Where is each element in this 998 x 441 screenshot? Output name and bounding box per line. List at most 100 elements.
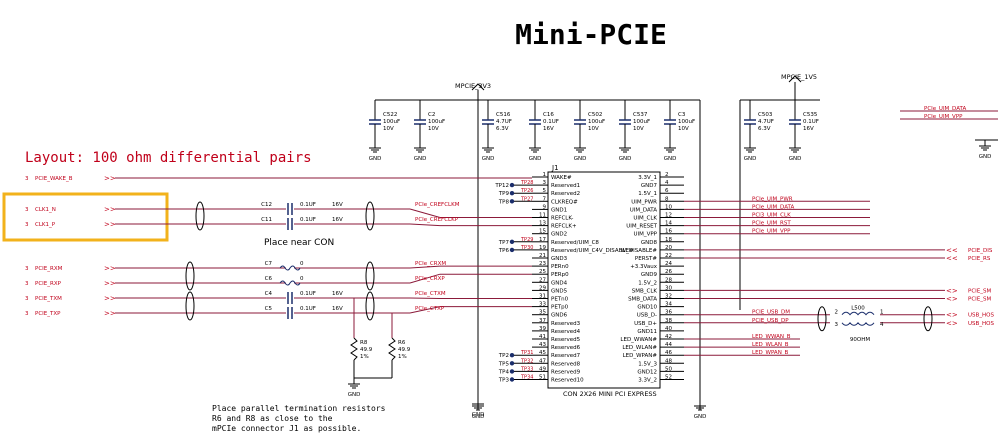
diff-pair-marker-1: [185, 261, 195, 291]
termination-note-2: R6 and R8 as close to the: [212, 414, 333, 423]
testpoint-top-dot: [509, 191, 515, 196]
pin-left-49-number: 49: [539, 366, 546, 372]
left-port-3-arrow: >>: [104, 265, 116, 273]
testpoint-bottom-ref: TP4: [498, 369, 510, 375]
left-port-4-page: 3: [25, 281, 29, 287]
cap-c12-ref: C12: [261, 202, 272, 208]
testpoint-bottom-dot: [509, 377, 515, 382]
testpoint-top-ref: TP12: [494, 183, 509, 189]
left-port-1-page: 3: [25, 207, 29, 213]
cap-c11-value: 0.1UF: [300, 217, 316, 223]
net-usb-1: PCIE_USB_DP: [752, 318, 789, 324]
gnd-top-right-label: GND: [979, 154, 992, 160]
pin-right-10-number: 10: [665, 204, 672, 210]
pin-right-36-number: 36: [665, 310, 672, 316]
pin-right-50-name: GND12: [637, 369, 657, 375]
pin-left-3-name: Reserved1: [551, 183, 580, 189]
pin-left-29-number: 29: [539, 285, 546, 291]
pin-left-41-name: Reserved5: [551, 337, 581, 343]
choke-pin-3: 3: [835, 322, 839, 328]
rail-3v3-label: MPCIE_3V3: [455, 82, 491, 90]
wire-series-5-c: [409, 306, 441, 314]
testpoint-bottom-tag: TP33: [520, 366, 533, 372]
left-port-6-page: 3: [25, 311, 29, 317]
left-port-1-name: CLK1_N: [35, 207, 56, 213]
left-port-1-arrow: >>: [104, 206, 116, 214]
connector-part: CON 2X26 MINI PCI EXPRESS: [563, 390, 657, 398]
pin-right-30-number: 30: [665, 285, 672, 291]
pin-right-50-number: 50: [665, 366, 672, 372]
choke-winding-bottom: [841, 322, 875, 326]
cap-c7-ref: C7: [265, 261, 273, 267]
port-smb-0-name: PCIE_SM: [968, 288, 991, 294]
pin-right-8-name: UIM_PWR: [631, 199, 657, 205]
pin-right-48-name: 1.5V_3: [638, 361, 657, 367]
cap-c522-ref: C522: [383, 112, 397, 118]
res-r6-body: [388, 337, 396, 361]
pin-left-47-number: 47: [539, 358, 546, 364]
pin-left-19-number: 19: [539, 245, 546, 251]
cap-c2-ref: C2: [428, 112, 435, 118]
pin-left-7-number: 7: [543, 196, 547, 202]
pin-right-42-number: 42: [665, 334, 672, 340]
pin-left-21-number: 21: [539, 253, 546, 259]
left-port-4-arrow: >>: [104, 280, 116, 288]
left-port-0-name: PCIE_WAKE_B: [35, 176, 73, 182]
pin-left-7-name: CLKREQ#: [551, 199, 578, 205]
pin-left-21-name: GND3: [551, 256, 568, 262]
net-pcie_crxm: PCIe_CRXM: [415, 261, 446, 267]
port-usb-1-arrow: <>: [946, 319, 958, 327]
pin-right-8-number: 8: [665, 196, 669, 202]
res-r8-value: 49.9: [360, 347, 373, 353]
choke-ref: L500: [851, 306, 865, 312]
res-r8-tolerance: 1%: [360, 354, 369, 360]
left-port-4-name: PCIE_RXP: [35, 281, 62, 287]
cap-c5-value: 0.1UF: [300, 306, 316, 312]
testpoint-bottom-ref: TP3: [498, 378, 510, 384]
testpoint-mid-ref: TP7: [498, 240, 510, 246]
cap-c3-value: 100uF: [678, 119, 695, 125]
pin-left-31-number: 31: [539, 294, 546, 300]
port-smb-0-arrow: <>: [946, 287, 958, 295]
cap-c503-ref: C503: [758, 112, 773, 118]
cap-c4-value: 0.1UF: [300, 291, 316, 297]
cap-c503-value: 4.7UF: [758, 119, 774, 125]
cap-c16-voltage: 16V: [543, 126, 554, 132]
pin-right-2-name: 3.3V_1: [638, 175, 657, 181]
diff-pair-marker-3: [365, 201, 375, 231]
pin-right-2-number: 2: [665, 172, 669, 178]
pin-right-12-name: UIM_CLK: [633, 216, 657, 222]
pin-left-9-name: GND1: [551, 207, 567, 213]
cap-c7-jumper: [279, 265, 301, 271]
pin-right-22-number: 22: [665, 253, 672, 259]
pin-right-52-number: 52: [665, 375, 672, 381]
net-pcie_ctxp: PCIe_CTXP: [415, 306, 445, 312]
pin-left-13-name: REFCLK+: [551, 224, 577, 230]
pin-left-1-number: 1: [543, 172, 547, 178]
diff-pair-marker-5: [365, 291, 375, 321]
port-usb-1-name: USB_HOS: [968, 321, 995, 327]
pin-right-24-number: 24: [665, 261, 672, 267]
pin-left-45-name: Reserved7: [551, 353, 581, 359]
pin-left-39-name: Reserved4: [551, 329, 581, 335]
cap-c7-value: 0: [300, 261, 304, 267]
net-top-right-0: PCIe_UIM_DATA: [924, 106, 966, 112]
pin-left-9-number: 9: [543, 204, 547, 210]
cap-c522-value: 100uF: [383, 119, 400, 125]
testpoint-bottom-ref: TP5: [498, 361, 510, 367]
choke-value: 90OHM: [850, 337, 870, 343]
cap-c503-gnd-label: GND: [744, 156, 757, 162]
gnd-rail-left-label: GND: [472, 414, 485, 420]
pin-right-36-name: USB_D-: [637, 313, 657, 319]
pin-right-28-name: 1.5V_2: [638, 280, 657, 286]
testpoint-top-ref: TP8: [498, 199, 510, 205]
cap-c522-gnd-label: GND: [369, 156, 382, 162]
pin-right-20-number: 20: [665, 245, 672, 251]
cap-c3-voltage: 10V: [678, 126, 689, 132]
port-smb-1-arrow: <>: [946, 295, 958, 303]
port-usb-0-arrow: <>: [946, 311, 958, 319]
cap-c5-voltage: 16V: [332, 306, 343, 312]
pin-left-35-number: 35: [539, 310, 546, 316]
rail-1v5-label: MPCIE_1V5: [781, 73, 817, 81]
